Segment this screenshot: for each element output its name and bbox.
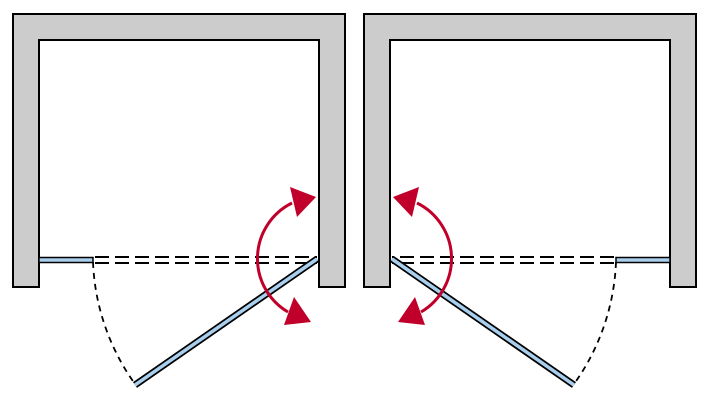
left-door-diagram bbox=[13, 14, 345, 385]
right-door-diagram bbox=[364, 14, 696, 385]
